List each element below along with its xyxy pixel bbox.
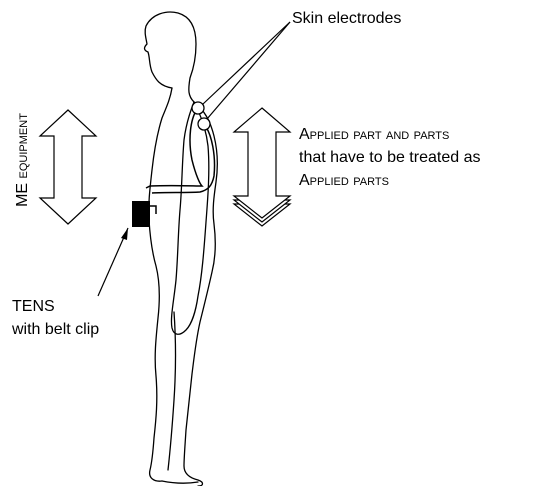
figure-head: [145, 12, 197, 102]
figure-back-outline: [149, 88, 172, 481]
applied-part-double-arrow: [234, 108, 290, 226]
tens-body: [132, 201, 150, 227]
tens-pointer-arrowhead: [121, 228, 128, 240]
electrode-lower: [198, 118, 210, 130]
applied-part-label-line1: Applied part and parts: [299, 124, 449, 146]
tens-label-line1: TENS: [12, 296, 55, 318]
applied-part-label-line2: that have to be treated as: [299, 147, 480, 169]
figure-inner-leg: [168, 312, 176, 470]
tens-label-line2: with belt clip: [12, 319, 99, 341]
human-figure: [145, 12, 218, 486]
pointer-line-upper: [203, 22, 290, 104]
electrode-upper: [192, 102, 204, 114]
applied-part-arrow-body: [234, 108, 290, 218]
tens-belt-clip: [150, 206, 156, 214]
figure-front-outline: [184, 102, 217, 486]
pointer-line-lower: [207, 22, 290, 119]
skin-electrodes-label: Skin electrodes: [292, 8, 401, 30]
skin-electrodes-pointers: [203, 22, 290, 119]
tens-device: [132, 201, 156, 227]
applied-part-term: Applied part and parts: [299, 126, 449, 143]
figure-foot: [162, 481, 198, 483]
skin-electrodes: [192, 102, 210, 130]
me-equipment-double-arrow: [40, 110, 96, 224]
me-equipment-label: ME equipment: [12, 113, 34, 207]
applied-part-label-line3: Applied parts: [299, 170, 389, 192]
